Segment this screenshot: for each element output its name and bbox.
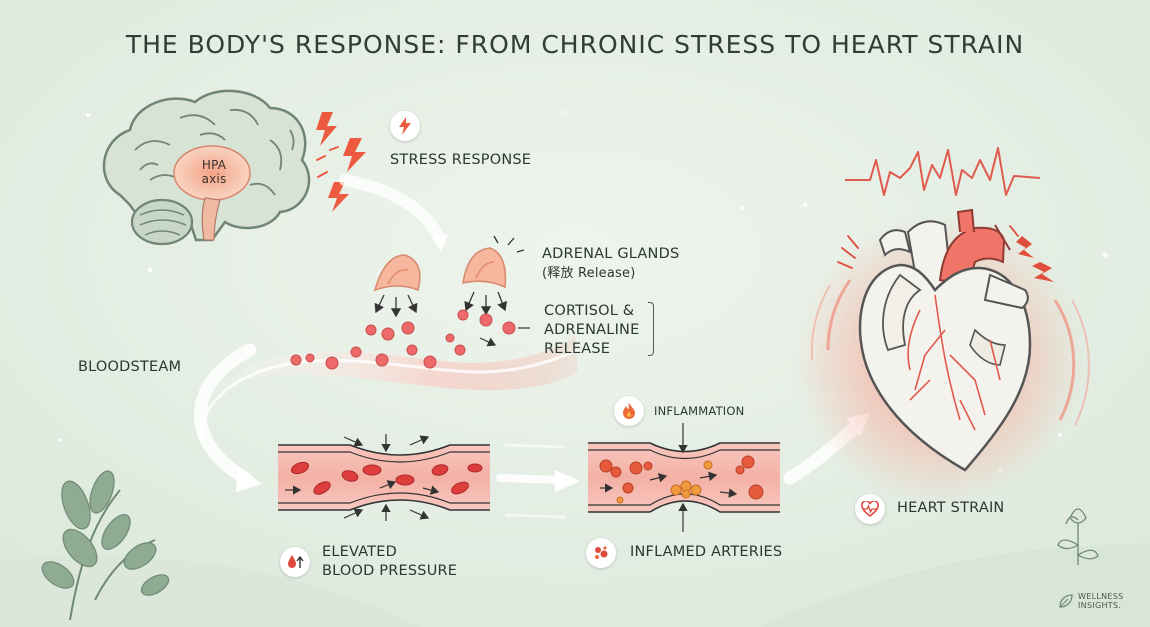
adrenal-glands-label-line2: (释放 Release) bbox=[542, 264, 679, 283]
adrenal-glands-label-line1: ADRENAL GLANDS bbox=[542, 245, 679, 264]
brand-logo-line2: INSIGHTS. bbox=[1078, 601, 1123, 610]
cortisol-label-line1: CORTISOL & bbox=[544, 302, 639, 321]
bloodstream-label: BLOODSTEAM bbox=[78, 358, 181, 377]
hpa-axis-label-line1: HPA bbox=[194, 158, 234, 172]
cells-icon bbox=[592, 544, 610, 562]
blood-pressure-icon-badge bbox=[280, 547, 310, 577]
brand-logo-line1: WELLNESS bbox=[1078, 592, 1123, 601]
cortisol-label-line3: RELEASE bbox=[544, 340, 639, 359]
brand-logo-text: WELLNESS INSIGHTS. bbox=[1078, 592, 1123, 610]
inflammation-label: INFLAMMATION bbox=[654, 404, 744, 418]
cortisol-bracket bbox=[648, 302, 654, 356]
blood-pressure-label-line1: ELEVATED bbox=[322, 543, 457, 562]
inflammation-icon-badge bbox=[614, 396, 644, 426]
lightning-icon bbox=[397, 117, 413, 135]
heart-strain-icon-badge bbox=[855, 494, 885, 524]
blood-pressure-label: ELEVATED BLOOD PRESSURE bbox=[322, 543, 457, 581]
leaf-icon bbox=[1058, 593, 1074, 609]
brand-logo: WELLNESS INSIGHTS. bbox=[1058, 592, 1123, 610]
cortisol-label-line2: ADRENALINE bbox=[544, 321, 639, 340]
blood-pressure-label-line2: BLOOD PRESSURE bbox=[322, 562, 457, 581]
stress-response-label: STRESS RESPONSE bbox=[390, 151, 531, 170]
hpa-axis-label-line2: axis bbox=[194, 172, 234, 186]
heart-pulse-icon bbox=[861, 501, 879, 517]
inflamed-arteries-icon-badge bbox=[586, 538, 616, 568]
heart-strain-label: HEART STRAIN bbox=[897, 499, 1004, 518]
hpa-axis-label: HPA axis bbox=[194, 158, 234, 186]
blood-drop-up-icon bbox=[286, 553, 304, 571]
page-title: THE BODY'S RESPONSE: FROM CHRONIC STRESS… bbox=[0, 30, 1150, 59]
stress-response-icon-badge bbox=[390, 111, 420, 141]
cortisol-label: CORTISOL & ADRENALINE RELEASE bbox=[544, 302, 639, 359]
flame-icon bbox=[621, 402, 637, 420]
adrenal-glands-label: ADRENAL GLANDS (释放 Release) bbox=[542, 245, 679, 283]
inflamed-arteries-label: INFLAMED ARTERIES bbox=[630, 543, 782, 562]
